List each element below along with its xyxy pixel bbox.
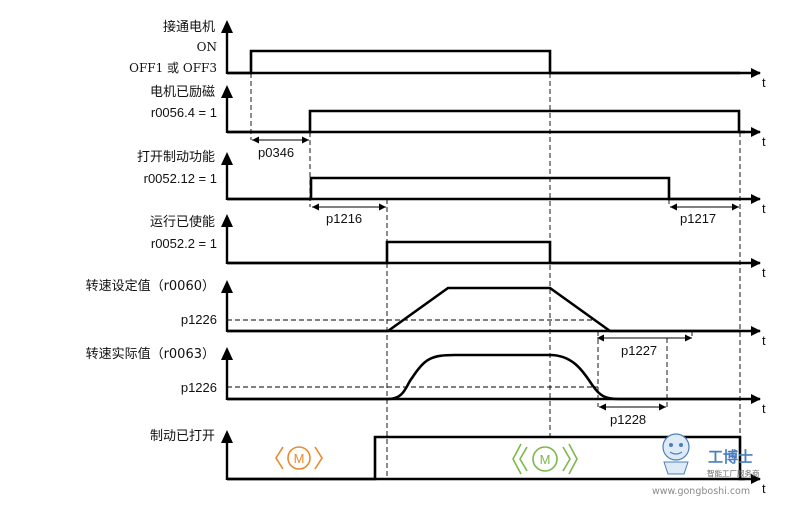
param-p1228: p1228 [610, 412, 646, 427]
row-label: 打开制动功能 [137, 150, 215, 165]
time-label: t [762, 401, 766, 416]
time-label: t [762, 134, 766, 149]
param-p1216: p1216 [326, 211, 362, 226]
row-status-bit: r0052.2 = 1 [151, 236, 217, 251]
row-brake-opened: t 制动已打开 M M [150, 429, 766, 496]
row-motor-magnetized: t 电机已励磁 r0056.4 = 1 p0346 [150, 85, 766, 160]
row-label: 接通电机 [163, 19, 215, 35]
time-label: t [762, 75, 766, 90]
motor-stopped-icon: M [275, 446, 323, 470]
signal-trace [227, 176, 740, 201]
row-sublabel-off: OFF1 或 OFF3 [129, 61, 217, 75]
time-label: t [762, 481, 766, 496]
signal-trace [227, 435, 745, 481]
row-label: 运行已使能 [150, 214, 215, 230]
param-p1227: p1227 [621, 343, 657, 358]
y-axis-arrow [221, 152, 233, 165]
svg-text:工博士: 工博士 [708, 448, 753, 466]
row-status-bit: r0052.12 = 1 [144, 171, 217, 186]
signal-trace [227, 286, 740, 333]
param-p0346: p0346 [258, 145, 294, 160]
time-label: t [762, 265, 766, 280]
signal-trace [227, 109, 745, 134]
svg-text:智能工厂服务商: 智能工厂服务商 [707, 468, 760, 478]
row-run-enabled: t 运行已使能 r0052.2 = 1 [150, 214, 766, 280]
time-label: t [762, 201, 766, 216]
row-status-bit: r0056.4 = 1 [151, 105, 217, 120]
y-axis-arrow [221, 214, 233, 227]
row-open-brake: t 打开制动功能 r0052.12 = 1 p1216 p1217 [137, 150, 766, 226]
threshold-label: p1226 [181, 312, 217, 327]
param-p1217: p1217 [680, 211, 716, 226]
watermark-logo: 工博士 智能工厂服务商 www.gongboshi.com [652, 433, 760, 497]
time-label: t [762, 333, 766, 348]
svg-text:M: M [294, 451, 305, 466]
row-speed-setpoint: t 转速设定值（r0060） p1226 p1227 [86, 278, 766, 358]
y-axis-arrow [221, 85, 233, 98]
threshold-label: p1226 [181, 380, 217, 395]
event-lines [250, 73, 741, 479]
y-axis-arrow [221, 430, 233, 443]
row-sublabel-on: ON [197, 40, 217, 54]
row-label: 转速实际值（r0063） [86, 346, 215, 362]
signal-trace [227, 49, 740, 75]
signal-trace [227, 240, 740, 265]
svg-text:M: M [540, 452, 551, 467]
y-axis-arrow [221, 20, 233, 33]
row-on-command: t 接通电机 ON OFF1 或 OFF3 [129, 19, 766, 90]
y-axis-arrow [221, 347, 233, 360]
y-axis-arrow [221, 280, 233, 293]
row-label: 电机已励磁 [150, 85, 215, 100]
svg-text:www.gongboshi.com: www.gongboshi.com [652, 486, 750, 497]
row-label: 转速设定值（r0060） [86, 278, 215, 294]
row-speed-actual: t 转速实际值（r0063） p1226 p1228 [86, 346, 766, 427]
motor-running-icon: M [512, 443, 578, 475]
row-label: 制动已打开 [150, 429, 215, 444]
signal-trace [227, 353, 740, 401]
